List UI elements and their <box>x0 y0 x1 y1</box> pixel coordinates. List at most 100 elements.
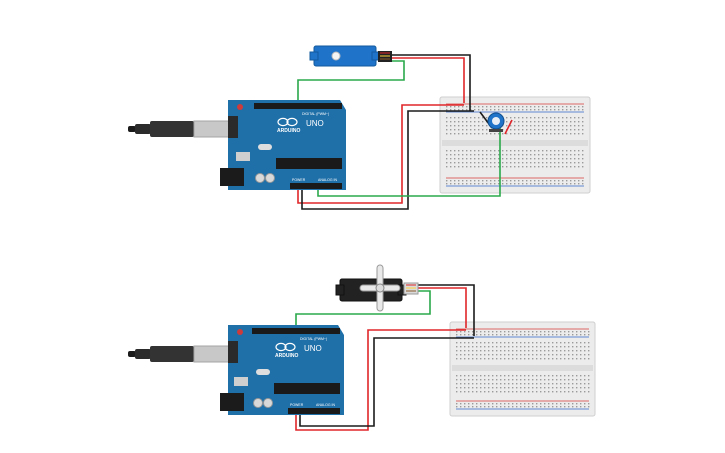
breadboard-hole <box>490 166 492 168</box>
breadboard-hole <box>580 334 582 336</box>
breadboard-hole <box>456 358 458 360</box>
breadboard-hole <box>504 331 506 333</box>
breadboard-hole <box>558 150 560 152</box>
breadboard-hole <box>542 154 544 156</box>
breadboard-hole <box>584 334 586 336</box>
breadboard-hole <box>524 383 526 385</box>
breadboard-hole <box>544 383 546 385</box>
breadboard-hole <box>532 379 534 381</box>
breadboard-hole <box>552 403 554 405</box>
breadboard-hole <box>568 342 570 344</box>
breadboard-hole <box>514 117 516 119</box>
breadboard-hole <box>556 375 558 377</box>
breadboard-hole <box>456 383 458 385</box>
breadboard-hole <box>542 125 544 127</box>
board-model-label: UNO <box>306 119 324 128</box>
breadboard-hole <box>508 346 510 348</box>
breadboard-hole <box>574 162 576 164</box>
breadboard-hole <box>556 334 558 336</box>
breadboard-hole <box>502 162 504 164</box>
breadboard-hole <box>566 117 568 119</box>
breadboard-hole <box>530 158 532 160</box>
breadboard-hole <box>484 358 486 360</box>
breadboard-hole <box>494 162 496 164</box>
breadboard-hole <box>518 166 520 168</box>
breadboard-hole <box>498 162 500 164</box>
breadboard-hole <box>510 154 512 156</box>
breadboard-hole <box>466 121 468 123</box>
breadboard-hole <box>502 150 504 152</box>
breadboard-hole <box>512 354 514 356</box>
breadboard-hole <box>514 154 516 156</box>
breadboard-hole <box>560 342 562 344</box>
breadboard-hole <box>558 183 560 185</box>
breadboard-hole <box>466 154 468 156</box>
breadboard-hole <box>564 342 566 344</box>
breadboard-hole <box>474 158 476 160</box>
breadboard-hole <box>574 121 576 123</box>
breadboard-hole <box>544 331 546 333</box>
breadboard-hole <box>562 117 564 119</box>
breadboard-hole <box>588 406 590 408</box>
microcontroller-chip <box>276 158 342 169</box>
breadboard-hole <box>570 125 572 127</box>
wire-red <box>297 104 464 204</box>
breadboard-hole <box>518 109 520 111</box>
breadboard-hole <box>588 354 590 356</box>
breadboard-hole <box>526 133 528 135</box>
breadboard-hole <box>514 129 516 131</box>
breadboard-hole <box>546 154 548 156</box>
breadboard-hole <box>482 158 484 160</box>
breadboard-hole <box>548 331 550 333</box>
breadboard-hole <box>484 387 486 389</box>
breadboard-hole <box>480 342 482 344</box>
breadboard-hole <box>522 158 524 160</box>
breadboard-hole <box>490 162 492 164</box>
breadboard-hole <box>450 117 452 119</box>
breadboard-hole <box>520 346 522 348</box>
breadboard-hole <box>488 334 490 336</box>
breadboard-hole <box>568 379 570 381</box>
breadboard-hole <box>546 133 548 135</box>
breadboard-hole <box>522 129 524 131</box>
breadboard-hole <box>472 403 474 405</box>
breadboard-hole <box>468 334 470 336</box>
breadboard-hole <box>502 158 504 160</box>
breadboard-hole <box>546 162 548 164</box>
breadboard-hole <box>536 342 538 344</box>
breadboard-hole <box>454 121 456 123</box>
breadboard-hole <box>482 133 484 135</box>
breadboard-hole <box>460 346 462 348</box>
breadboard-hole <box>548 350 550 352</box>
breadboard-hole <box>524 334 526 336</box>
breadboard-hole <box>536 403 538 405</box>
breadboard-hole <box>532 354 534 356</box>
breadboard-hole <box>576 375 578 377</box>
bottom-circuit: DIGITAL (PWM~) ARDUINO UNO POWER ANALOG … <box>128 264 596 431</box>
breadboard-hole <box>580 379 582 381</box>
breadboard-hole <box>506 183 508 185</box>
breadboard-hole <box>512 346 514 348</box>
breadboard-hole <box>480 354 482 356</box>
breadboard-hole <box>558 166 560 168</box>
potentiometer <box>487 112 505 132</box>
breadboard-hole <box>480 358 482 360</box>
breadboard-hole <box>540 346 542 348</box>
breadboard-hole <box>456 406 458 408</box>
breadboard-hole <box>500 383 502 385</box>
breadboard-hole <box>556 350 558 352</box>
breadboard-hole <box>556 391 558 393</box>
breadboard-hole <box>532 358 534 360</box>
breadboard-hole <box>526 129 528 131</box>
breadboard-hole <box>492 342 494 344</box>
breadboard-hole <box>476 379 478 381</box>
breadboard-hole <box>482 109 484 111</box>
breadboard-hole <box>498 183 500 185</box>
breadboard-hole <box>584 406 586 408</box>
breadboard-hole <box>512 342 514 344</box>
breadboard-hole <box>562 133 564 135</box>
breadboard-hole <box>458 117 460 119</box>
breadboard-hole <box>506 133 508 135</box>
breadboard-hole <box>502 154 504 156</box>
breadboard-hole <box>554 183 556 185</box>
